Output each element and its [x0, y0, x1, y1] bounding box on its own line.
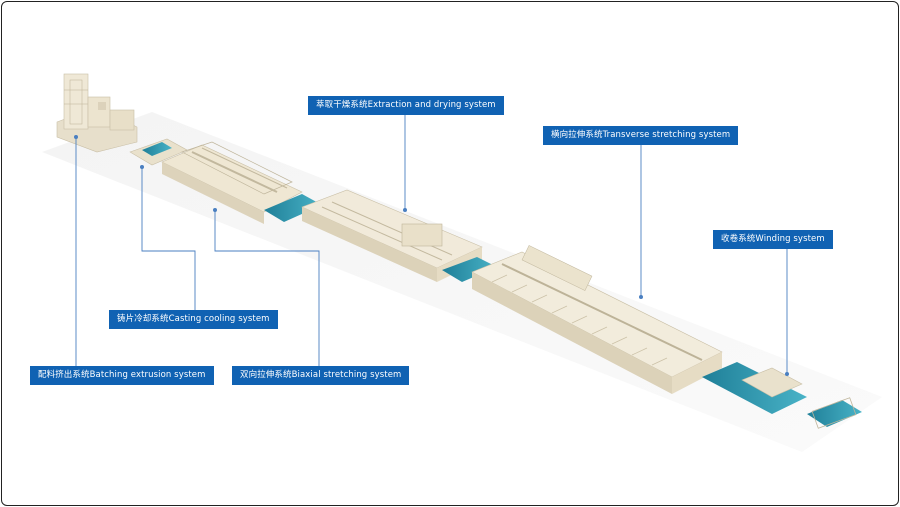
dot-transverse — [639, 295, 643, 299]
transverse-stretching-machine — [471, 245, 723, 394]
winding-machine — [702, 362, 862, 429]
leader-line-casting — [141, 167, 196, 310]
label-winding: 收卷系统Winding system — [713, 230, 833, 249]
leader-dots — [74, 135, 789, 376]
dot-batching — [74, 135, 78, 139]
leader-line-biaxial — [214, 210, 320, 366]
label-extraction-drying: 萃取干燥系统Extraction and drying system — [308, 96, 504, 115]
label-biaxial-stretching: 双向拉伸系统Biaxial stretching system — [232, 366, 410, 385]
dot-biaxial — [213, 208, 217, 212]
leader-lines — [75, 114, 788, 374]
label-casting-cooling: 铸片冷却系统Casting cooling system — [109, 310, 278, 329]
dot-extraction — [403, 208, 407, 212]
batching-extrusion-machine — [56, 73, 138, 153]
dot-winding — [785, 372, 789, 376]
biaxial-stretching-machine — [161, 141, 322, 224]
label-transverse-stretching: 横向拉伸系统Transverse stretching system — [543, 126, 739, 145]
label-batching-extrusion: 配料挤出系统Batching extrusion system — [30, 366, 214, 385]
dot-casting — [140, 165, 144, 169]
extraction-drying-machine — [301, 189, 497, 282]
